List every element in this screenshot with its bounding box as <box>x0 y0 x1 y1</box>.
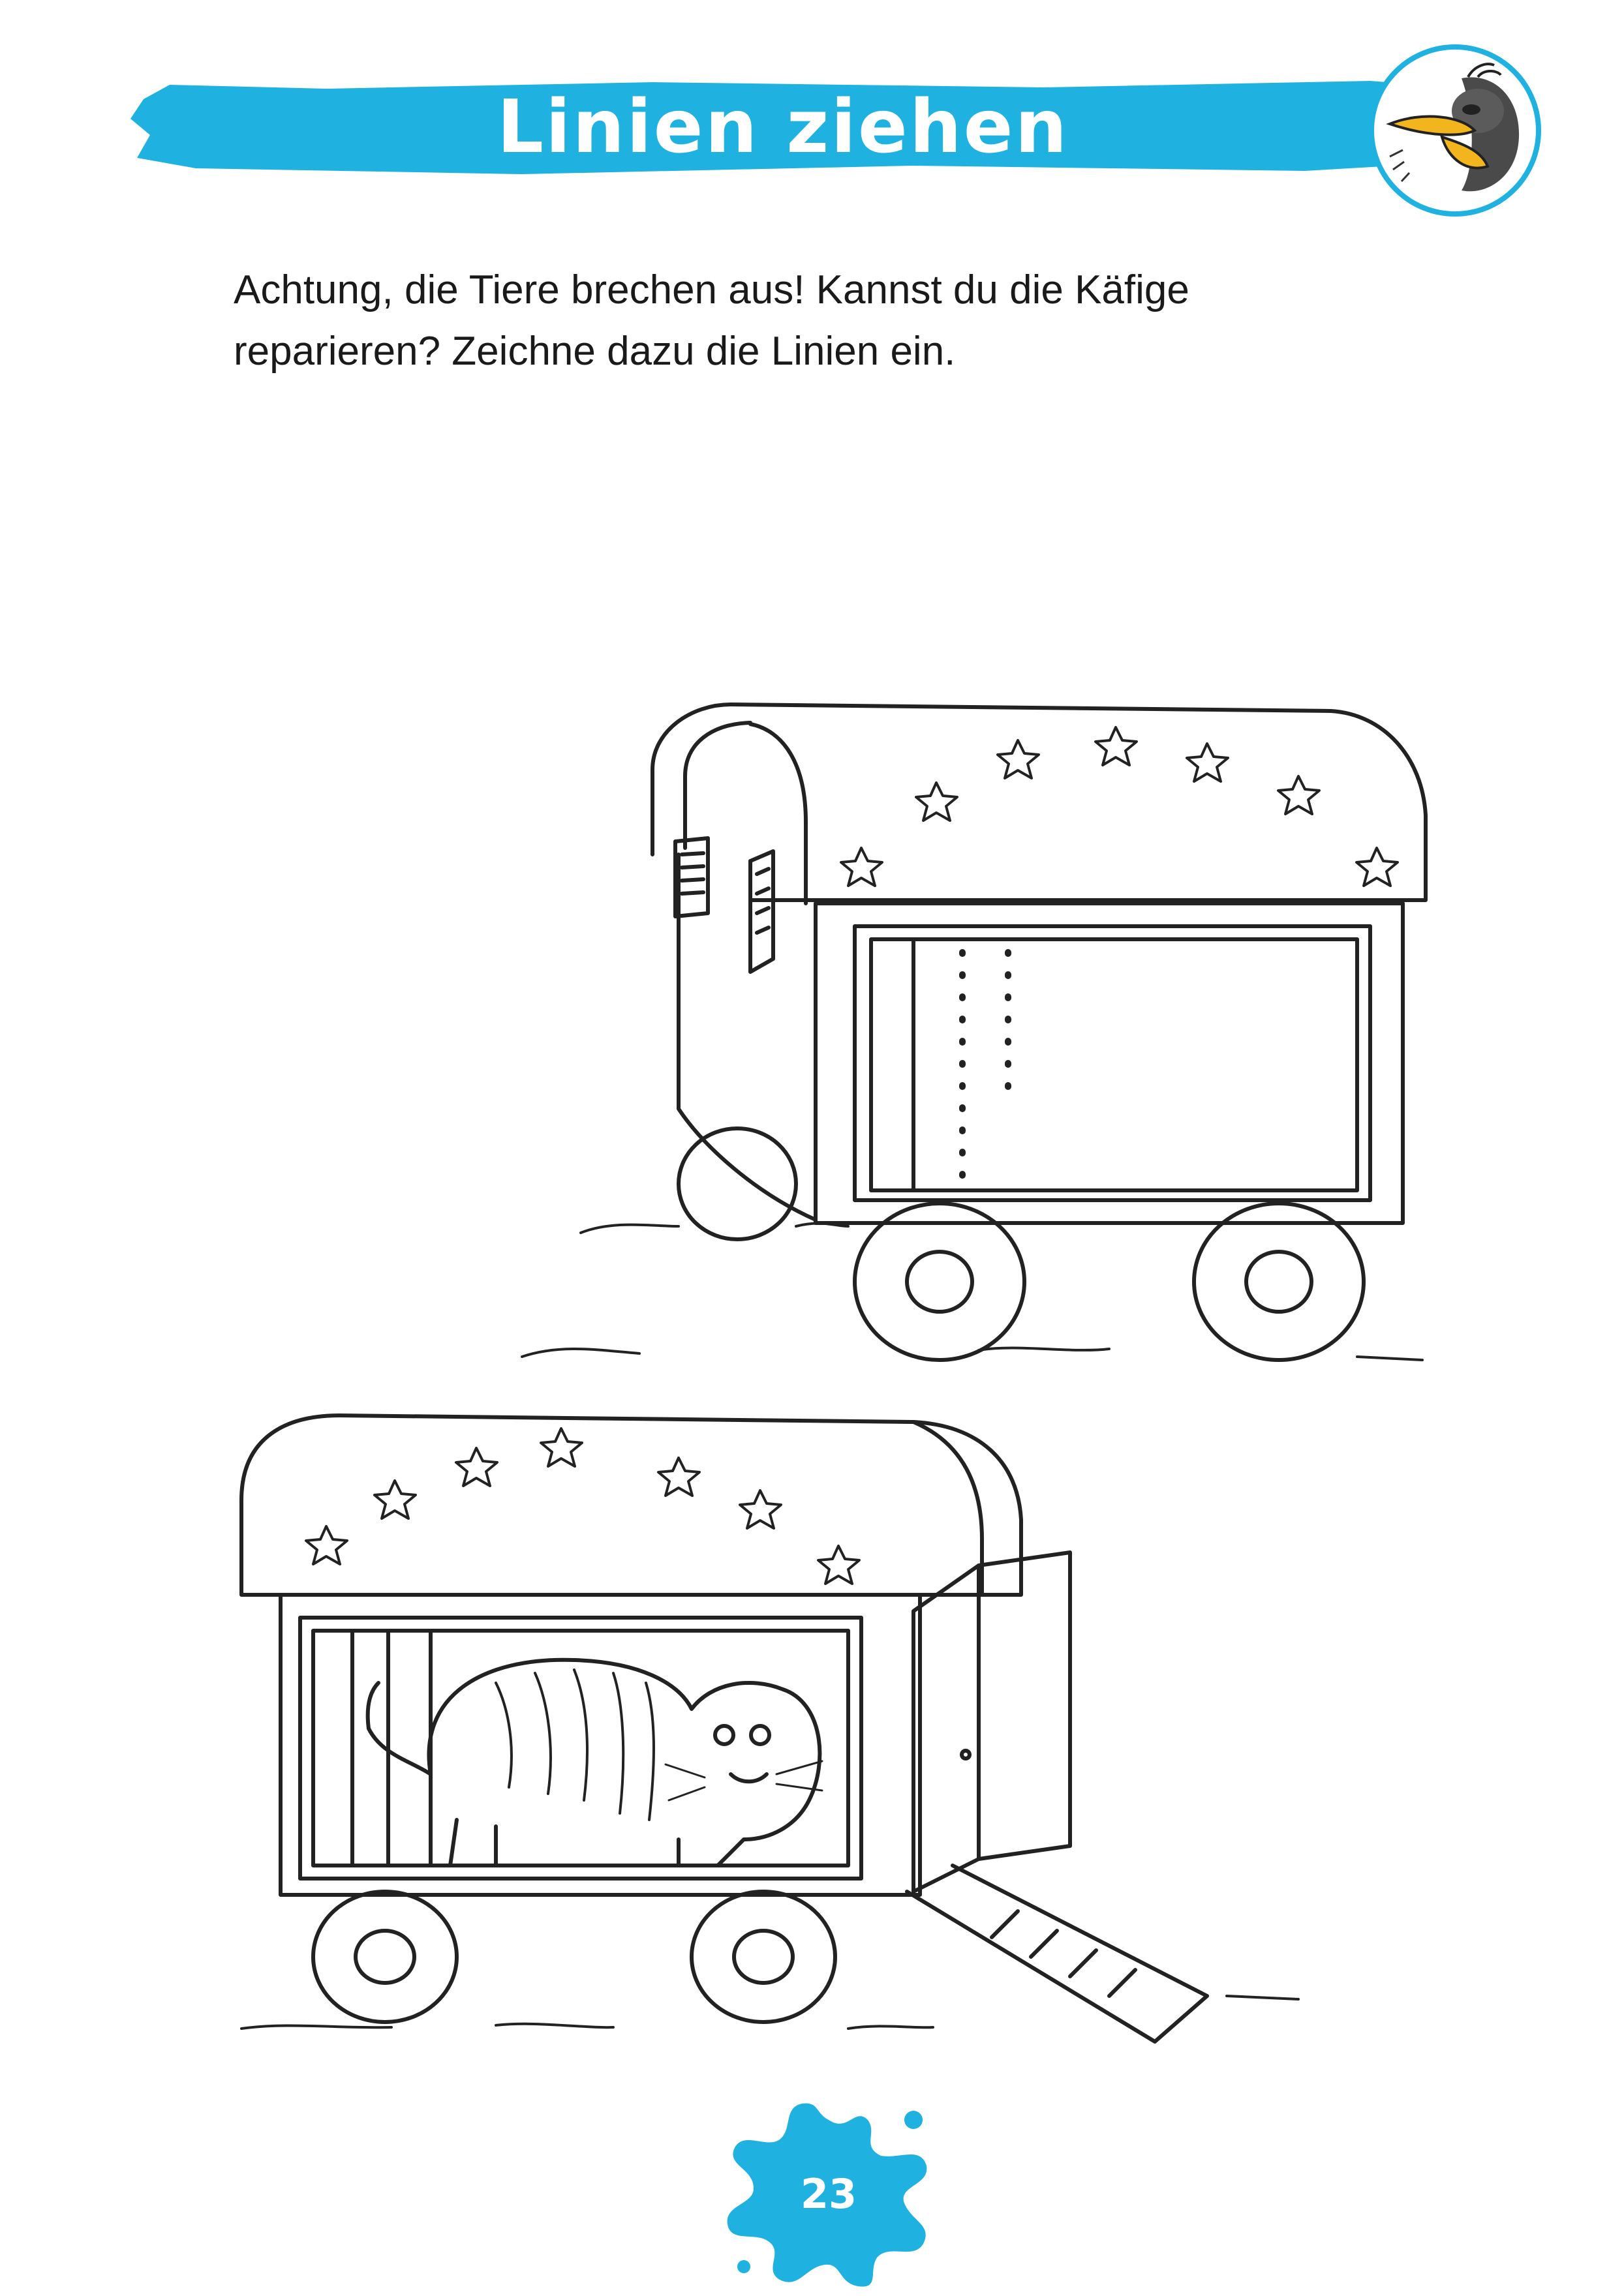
circus-wagon-cage-icon <box>521 702 1428 1362</box>
splash-icon <box>727 2103 927 2287</box>
raven-mascot-icon <box>1369 44 1541 217</box>
instruction-line-2: reparieren? Zeichne dazu die Linien ein. <box>234 329 956 374</box>
circus-wagon-with-tiger-icon <box>239 1413 1300 2044</box>
instructions: Achtung, die Tiere brechen aus! Kannst d… <box>234 260 1408 382</box>
page-number: 23 <box>800 2169 857 2218</box>
instruction-line-1: Achtung, die Tiere brechen aus! Kannst d… <box>234 267 1189 312</box>
title-banner <box>130 81 1533 174</box>
page-title: Linien ziehen <box>497 84 1069 170</box>
